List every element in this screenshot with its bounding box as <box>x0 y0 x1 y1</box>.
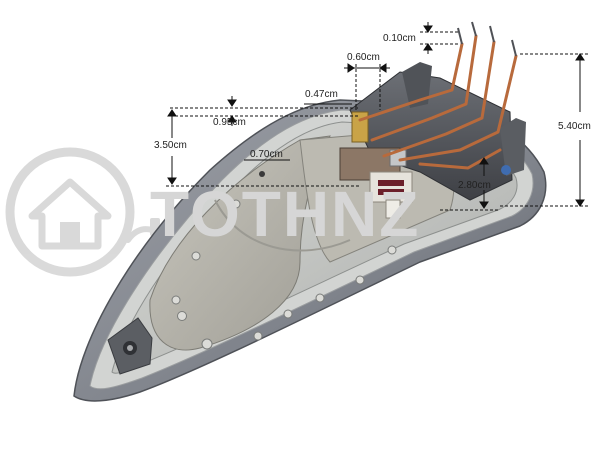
dim-label-0-47: 0.47cm <box>305 89 338 100</box>
steam-hole <box>259 171 265 177</box>
rear-housing <box>349 62 526 201</box>
dim-label-0-60: 0.60cm <box>347 52 380 63</box>
dim-label-0-10: 0.10cm <box>383 33 416 44</box>
rivets <box>171 199 397 350</box>
dim-label-2-80: 2.80cm <box>458 180 491 191</box>
dimension-lines <box>166 22 590 211</box>
tip-bracket <box>107 317 153 375</box>
dim-label-3-50: 3.50cm <box>154 140 187 151</box>
dim-label-5-40: 5.40cm <box>558 121 591 132</box>
watermark-logo-icon <box>5 147 160 277</box>
dim-label-0-70: 0.70cm <box>250 149 283 160</box>
dim-label-0-95: 0.95cm <box>213 117 246 128</box>
terminal-wires <box>358 34 518 170</box>
watermark-brand: TOTHNZ <box>150 178 421 250</box>
terminal-pins <box>457 21 517 57</box>
wire-insulator <box>501 165 511 175</box>
